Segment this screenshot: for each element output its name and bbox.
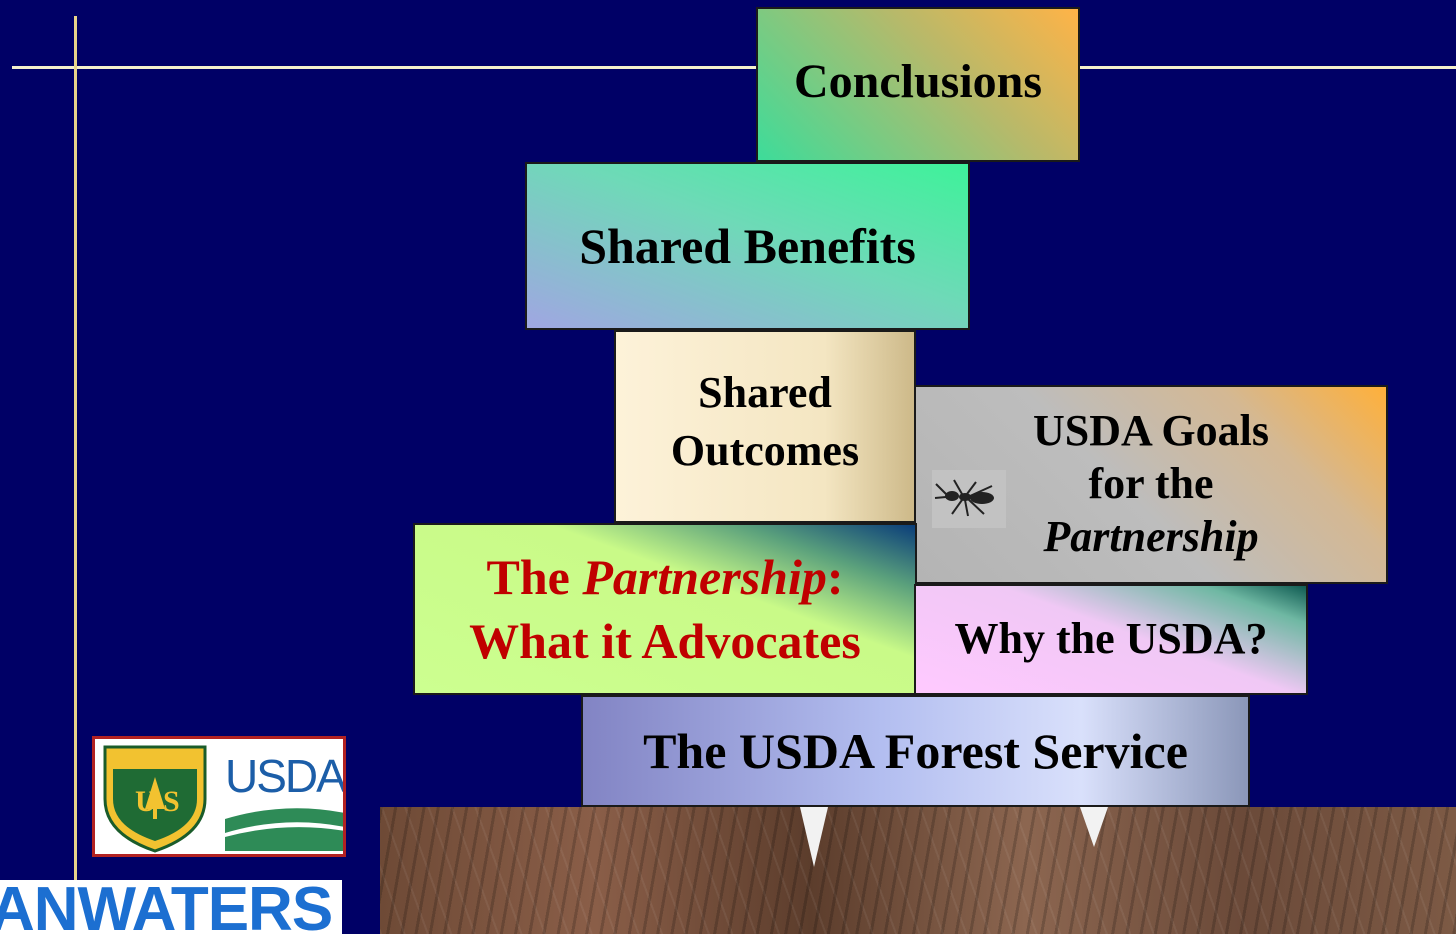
shared-benefits-label: Shared Benefits bbox=[579, 218, 916, 274]
conclusions-block[interactable]: Conclusions bbox=[756, 7, 1080, 162]
partnership-word: Partnership bbox=[582, 549, 827, 605]
shared-outcomes-block[interactable]: Shared Outcomes bbox=[614, 330, 916, 523]
why-usda-block[interactable]: Why the USDA? bbox=[914, 584, 1308, 695]
photo-highlight bbox=[800, 807, 828, 867]
usda-wordmark: USDA bbox=[225, 750, 345, 802]
forest-service-label: The USDA Forest Service bbox=[643, 723, 1188, 779]
usda-goals-line3: Partnership bbox=[1043, 511, 1259, 561]
usda-swoosh-icon bbox=[225, 808, 343, 851]
cleanwaters-logo: ANWATERS bbox=[0, 880, 342, 934]
partnership-the: The bbox=[486, 549, 583, 605]
why-usda-label: Why the USDA? bbox=[954, 614, 1268, 664]
photo-highlight bbox=[1080, 807, 1108, 847]
agency-logos: U S USDA bbox=[92, 736, 346, 857]
vertical-rule bbox=[74, 16, 77, 934]
partnership-line2: What it Advocates bbox=[469, 613, 861, 669]
shared-outcomes-line1: Shared bbox=[698, 368, 832, 418]
ant-icon bbox=[932, 470, 1006, 528]
usda-goals-line2: for the bbox=[1088, 459, 1214, 509]
forest-service-shield-icon: U S bbox=[103, 745, 207, 853]
shared-benefits-block[interactable]: Shared Benefits bbox=[525, 162, 970, 330]
partnership-colon: : bbox=[826, 549, 844, 605]
partnership-block[interactable]: The Partnership: What it Advocates bbox=[413, 523, 917, 695]
conclusions-label: Conclusions bbox=[793, 54, 1043, 108]
partnership-line1: The Partnership: bbox=[486, 547, 843, 607]
shared-outcomes-line2: Outcomes bbox=[670, 425, 860, 475]
wood-photo bbox=[380, 807, 1456, 934]
forest-service-block[interactable]: The USDA Forest Service bbox=[581, 695, 1250, 807]
usda-goals-line1: USDA Goals bbox=[1033, 406, 1269, 456]
horizontal-rule bbox=[12, 66, 1456, 69]
svg-text:S: S bbox=[163, 785, 180, 818]
